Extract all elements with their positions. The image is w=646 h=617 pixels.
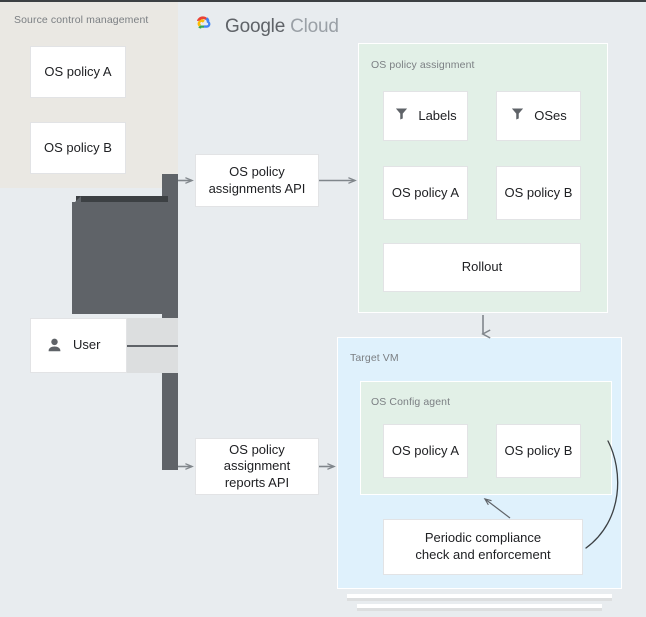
target-vm-stack-sheet-2 [357,604,602,611]
assignment-os-policy-a-box: OS policy A [383,166,468,220]
person-icon [45,336,64,355]
periodic-compliance-box: Periodic compliance check and enforcemen… [383,519,583,575]
compliance-line1: Periodic compliance [424,530,542,546]
pipeline-block-notch-bottom-icon [72,305,81,314]
os-policy-assignments-api-box: OS policy assignments API [195,154,319,207]
os-policy-assignment-reports-api-box: OS policy assignment reports API [195,438,319,495]
user-backdrop-divider [125,345,178,347]
assignments-api-line2: assignments API [208,180,306,196]
labels-filter-label: Labels [418,107,457,123]
scm-os-policy-b-box: OS policy B [30,122,126,174]
user-box: User [30,318,127,373]
oses-filter-label: OSes [534,107,567,123]
compliance-line2: check and enforcement [415,547,551,562]
reports-api-line1: OS policy [229,441,285,457]
agent-os-policy-b-box: OS policy B [496,424,581,478]
user-label: User [73,337,101,353]
cloud-wordmark: Cloud [290,15,339,37]
reports-api-line2: assignment [223,458,291,474]
filter-funnel-icon [394,106,409,126]
rollout-box: Rollout [383,243,581,292]
google-cloud-logo-icon [190,12,216,41]
google-cloud-brand: Google Cloud [190,12,339,41]
reports-api-line3: reports API [224,474,290,490]
assignments-api-line1: OS policy [229,163,285,179]
target-vm-panel-label: Target VM [350,352,399,364]
pipeline-block-top-edge [76,196,168,202]
pipeline-block-notch-top-icon [72,196,81,205]
google-wordmark: Google [225,15,286,37]
assignment-os-policy-b-box: OS policy B [496,166,581,220]
os-policy-assignment-panel-label: OS policy assignment [371,59,475,71]
scm-os-policy-a-box: OS policy A [30,46,126,98]
os-config-agent-panel-label: OS Config agent [371,396,451,408]
agent-os-policy-a-box: OS policy A [383,424,468,478]
top-border-rule [0,0,646,2]
source-control-management-label: Source control management [14,14,149,26]
target-vm-stack-sheet-1 [347,594,612,601]
pipeline-block [72,202,168,314]
filter-funnel-icon [510,106,525,126]
labels-filter-box: Labels [383,91,468,141]
oses-filter-box: OSes [496,91,581,141]
